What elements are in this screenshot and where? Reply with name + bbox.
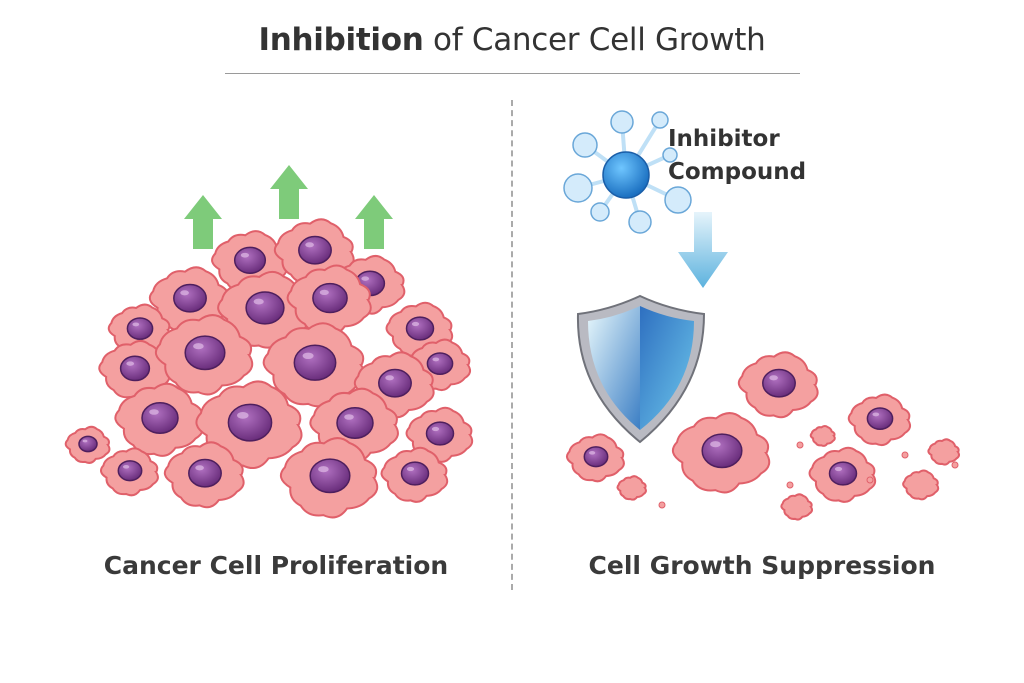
cell-fragment: [796, 441, 804, 449]
cancer-cell: [217, 270, 312, 349]
cancer-cell: [99, 447, 159, 497]
suppressed-cells: [565, 351, 961, 521]
cell-fragment: [901, 451, 909, 459]
cancer-cell: [809, 425, 836, 447]
cancer-cell: [64, 425, 111, 464]
cancer-cell: [927, 438, 961, 466]
cancer-cell: [163, 441, 245, 509]
proliferation-label: Cancer Cell Proliferation: [103, 551, 449, 580]
cancer-cell: [286, 264, 372, 336]
shield-icon: [576, 294, 706, 444]
down-arrow-icon: [678, 212, 728, 288]
cancer-cell: [737, 351, 819, 419]
inhibitor-label-line1: Inhibitor: [668, 126, 780, 152]
inhibitor-label-line2: Compound: [668, 159, 807, 185]
cancer-cell: [380, 446, 449, 503]
cancer-cell: [616, 475, 647, 501]
cancer-cell: [671, 412, 771, 494]
cell-fragment: [951, 461, 959, 469]
cancer-cell: [902, 469, 940, 501]
suppression-label: Cell Growth Suppression: [588, 551, 936, 580]
title-rest: of Cancer Cell Growth: [423, 22, 766, 58]
cell-fragment: [786, 481, 794, 489]
cancer-cell: [780, 493, 814, 521]
cell-fragment: [658, 501, 666, 509]
cancer-cell: [279, 437, 379, 519]
page-title: Inhibition of Cancer Cell Growth: [0, 22, 1024, 58]
up-arrow-icon: [270, 165, 308, 219]
up-arrow-icon: [355, 195, 393, 249]
cancer-cell: [808, 446, 877, 503]
cell-fragment: [866, 476, 874, 484]
cancer-cell: [114, 382, 204, 457]
growth-arrows: [184, 165, 393, 249]
cancer-cell-cluster: [64, 218, 474, 519]
cancer-cell: [107, 303, 172, 357]
up-arrow-icon: [184, 195, 222, 249]
cancer-cell: [565, 433, 625, 483]
inhibitor-molecule-icon: [563, 110, 692, 234]
cancer-cell: [154, 314, 254, 396]
panel-divider: [511, 100, 513, 590]
title-bold: Inhibition: [258, 22, 424, 58]
title-divider: [225, 73, 800, 74]
cancer-cell: [847, 393, 912, 447]
